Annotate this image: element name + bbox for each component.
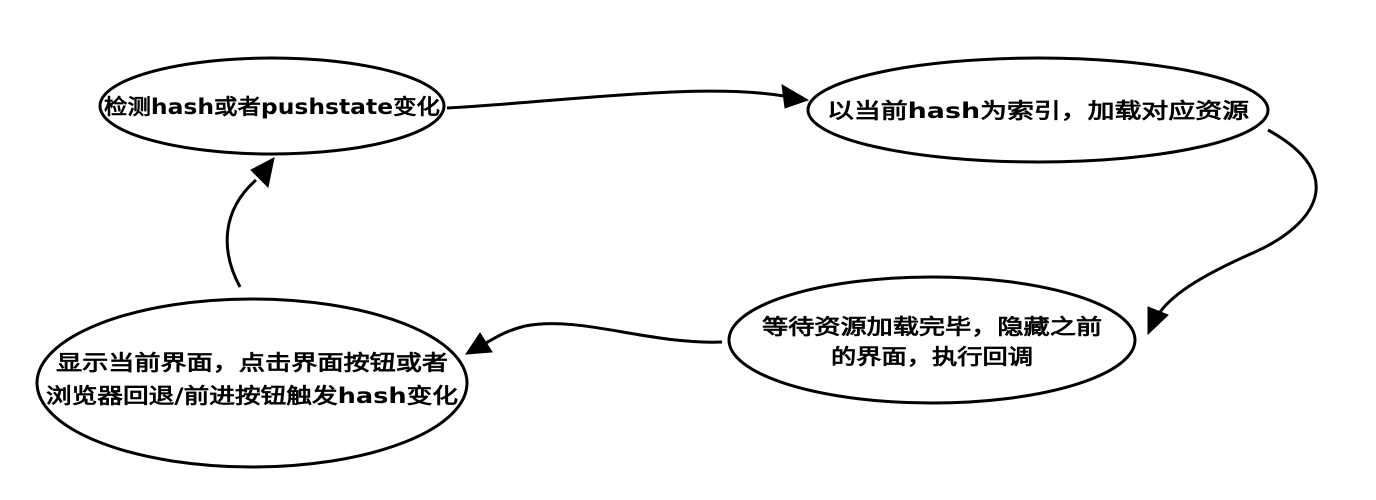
edge-detect-to-load xyxy=(446,89,785,110)
node-wait-label-line-2: 的界面，执行回调 xyxy=(831,345,1033,369)
node-load-label-line-1: 以当前hash为索引，加载对应资源 xyxy=(827,99,1249,123)
arrowhead-detect-to-load xyxy=(781,84,810,109)
node-load-shape xyxy=(806,56,1270,164)
nodes-group: 检测hash或者pushstate变化 以当前hash为索引，加载对应资源 等待… xyxy=(35,56,1270,469)
node-show: 显示当前界面，点击界面按钮或者 浏览器回退/前进按钮触发hash变化 xyxy=(35,297,469,469)
node-detect: 检测hash或者pushstate变化 xyxy=(98,56,446,156)
node-show-label-line-1: 显示当前界面，点击界面按钮或者 xyxy=(56,351,448,375)
node-wait: 等待资源加载完毕，隐藏之前 的界面，执行回调 xyxy=(727,275,1137,405)
edges-group xyxy=(225,84,1318,355)
node-wait-label-line-1: 等待资源加载完毕，隐藏之前 xyxy=(762,315,1102,339)
node-load: 以当前hash为索引，加载对应资源 xyxy=(806,56,1270,164)
node-show-label-line-2: 浏览器回退/前进按钮触发hash变化 xyxy=(46,384,458,408)
edge-load-to-wait xyxy=(1158,128,1318,313)
edge-wait-to-show xyxy=(485,322,723,345)
arrowhead-wait-to-show xyxy=(465,332,493,355)
node-detect-label-line-1: 检测hash或者pushstate变化 xyxy=(104,95,440,119)
arrowhead-show-to-detect xyxy=(250,157,275,189)
arrowhead-load-to-wait xyxy=(1147,306,1169,336)
node-wait-shape xyxy=(727,275,1137,405)
node-detect-shape xyxy=(98,56,446,156)
edge-show-to-detect xyxy=(225,178,257,288)
node-show-shape xyxy=(35,297,469,469)
